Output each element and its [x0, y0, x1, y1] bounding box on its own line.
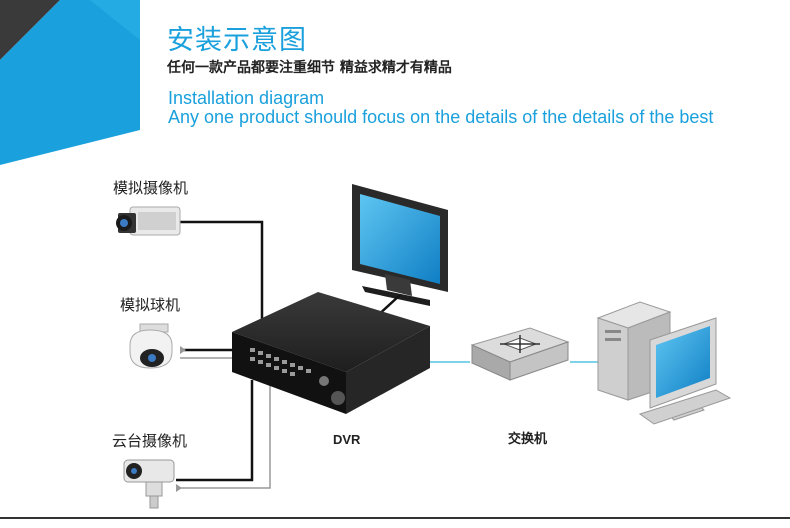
bottom-divider [0, 517, 790, 519]
computer-icon [596, 301, 732, 425]
page-title: 安装示意图 [167, 25, 307, 56]
analog-camera-cable [180, 220, 264, 335]
page-subtitle-english: Any one product should focus on the deta… [168, 107, 714, 127]
analog-camera-label: 模拟摄像机 [113, 179, 189, 197]
camera-cables [176, 220, 271, 489]
ptz-camera-cable [176, 380, 254, 482]
analog-dome-icon [129, 323, 173, 369]
dvr-label: DVR [333, 432, 361, 447]
switch-label: 交换机 [508, 431, 548, 446]
monitor-icon [352, 184, 448, 319]
dvr-device-icon [232, 292, 430, 414]
corner-banner [0, 0, 140, 170]
page-title-english: Installation diagram [168, 88, 325, 108]
page-subtitle: 任何一款产品都要注重细节 精益求精才有精品 [167, 60, 452, 76]
ptz-camera-icon [123, 459, 175, 509]
analog-camera-icon [116, 206, 181, 236]
network-switch-icon [470, 327, 570, 381]
analog-dome-label: 模拟球机 [120, 296, 181, 314]
ptz-camera-label: 云台摄像机 [112, 432, 188, 450]
